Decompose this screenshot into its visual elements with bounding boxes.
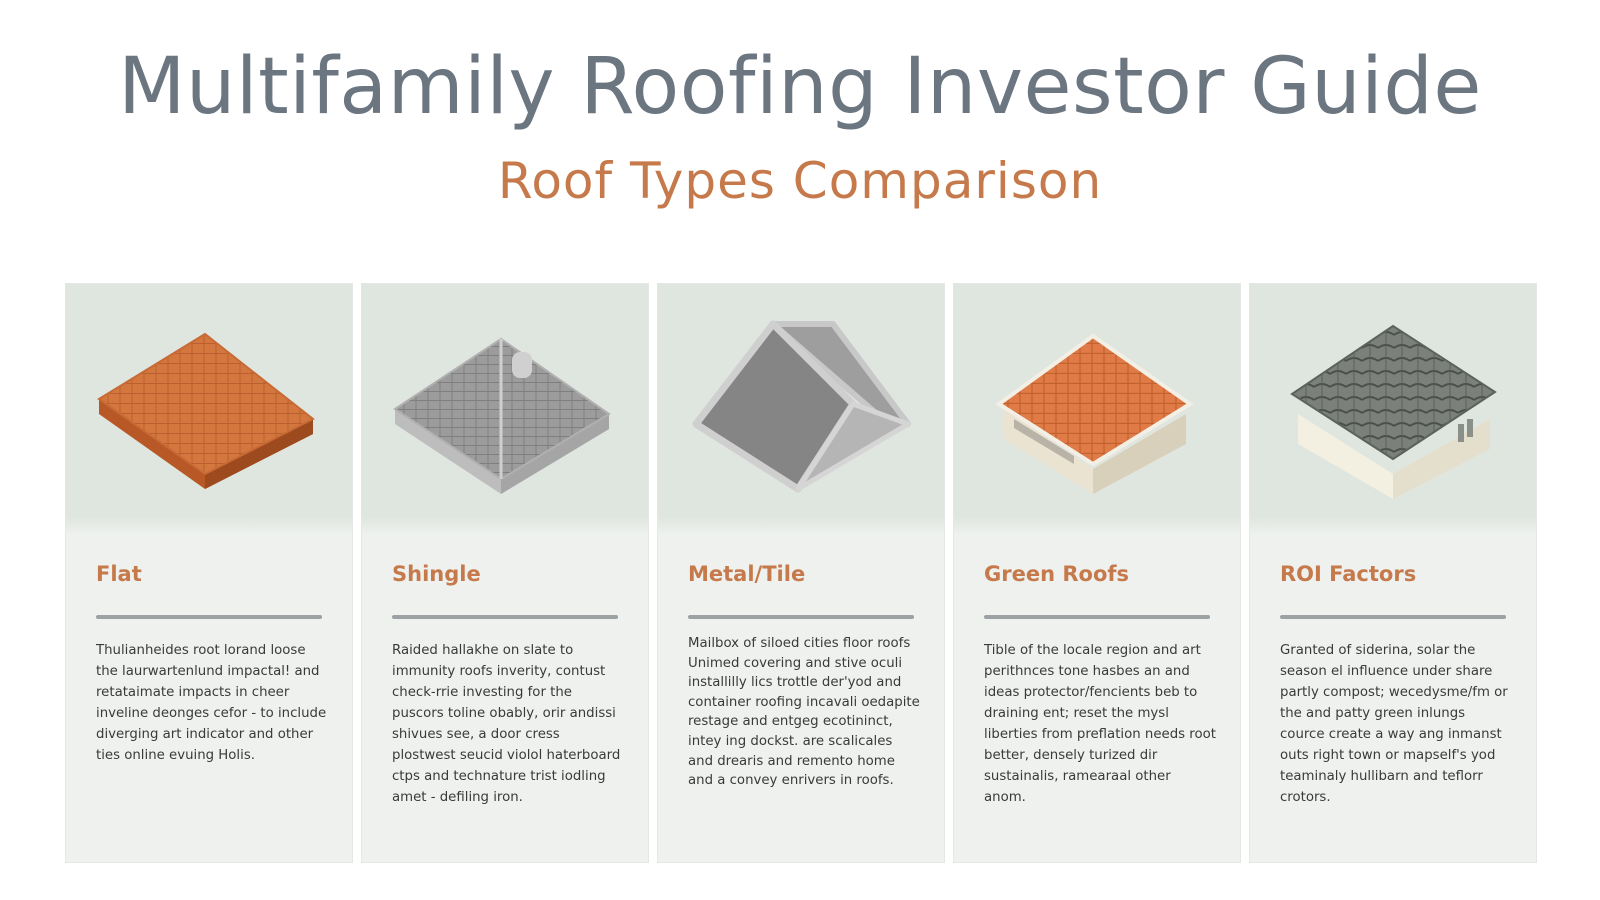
card-description: Granted of siderina, solar the season el… bbox=[1280, 643, 1508, 805]
card-image bbox=[658, 284, 944, 534]
card-image bbox=[66, 284, 352, 534]
page-title: Multifamily Roofing Investor Guide bbox=[118, 42, 1482, 132]
card-description: Thulianheides root lorand loose the laur… bbox=[96, 643, 327, 763]
card-title: ROI Factors bbox=[1280, 562, 1417, 586]
card-roi-factors: ROI Factors Granted of siderina, solar t… bbox=[1249, 283, 1537, 863]
flat-tile-roof-icon bbox=[97, 332, 315, 489]
card-description: Mailbox of siloed cities floor roofs Uni… bbox=[688, 636, 920, 789]
card-image bbox=[362, 284, 648, 534]
card-title: Green Roofs bbox=[984, 562, 1130, 586]
card-image bbox=[1250, 284, 1536, 534]
card-flat: Flat Thulianheides root lorand loose the… bbox=[65, 283, 353, 863]
divider bbox=[392, 615, 618, 619]
shingle-hip-roof-icon bbox=[393, 337, 611, 494]
card-description: Raided hallakhe on slate to immunity roo… bbox=[392, 643, 621, 805]
card-image bbox=[954, 284, 1240, 534]
card-metal-tile: Metal/Tile Mailbox of siloed cities floo… bbox=[657, 283, 945, 863]
card-green-roofs: Green Roofs Tible of the locale region a… bbox=[953, 283, 1241, 863]
divider bbox=[96, 615, 322, 619]
divider bbox=[984, 615, 1210, 619]
divider bbox=[1280, 615, 1506, 619]
card-title: Flat bbox=[96, 562, 142, 586]
card-description: Tible of the locale region and art perit… bbox=[984, 643, 1216, 805]
card-shingle: Shingle Raided hallakhe on slate to immu… bbox=[361, 283, 649, 863]
roof-type-cards: Flat Thulianheides root lorand loose the… bbox=[65, 283, 1537, 863]
house-tile-roof-icon bbox=[1290, 324, 1497, 499]
tiled-building-roof-icon bbox=[995, 333, 1194, 494]
page-subtitle: Roof Types Comparison bbox=[497, 152, 1103, 210]
card-title: Metal/Tile bbox=[688, 562, 806, 586]
card-title: Shingle bbox=[392, 562, 481, 586]
divider bbox=[688, 615, 914, 619]
metal-gable-roof-icon bbox=[692, 320, 911, 493]
